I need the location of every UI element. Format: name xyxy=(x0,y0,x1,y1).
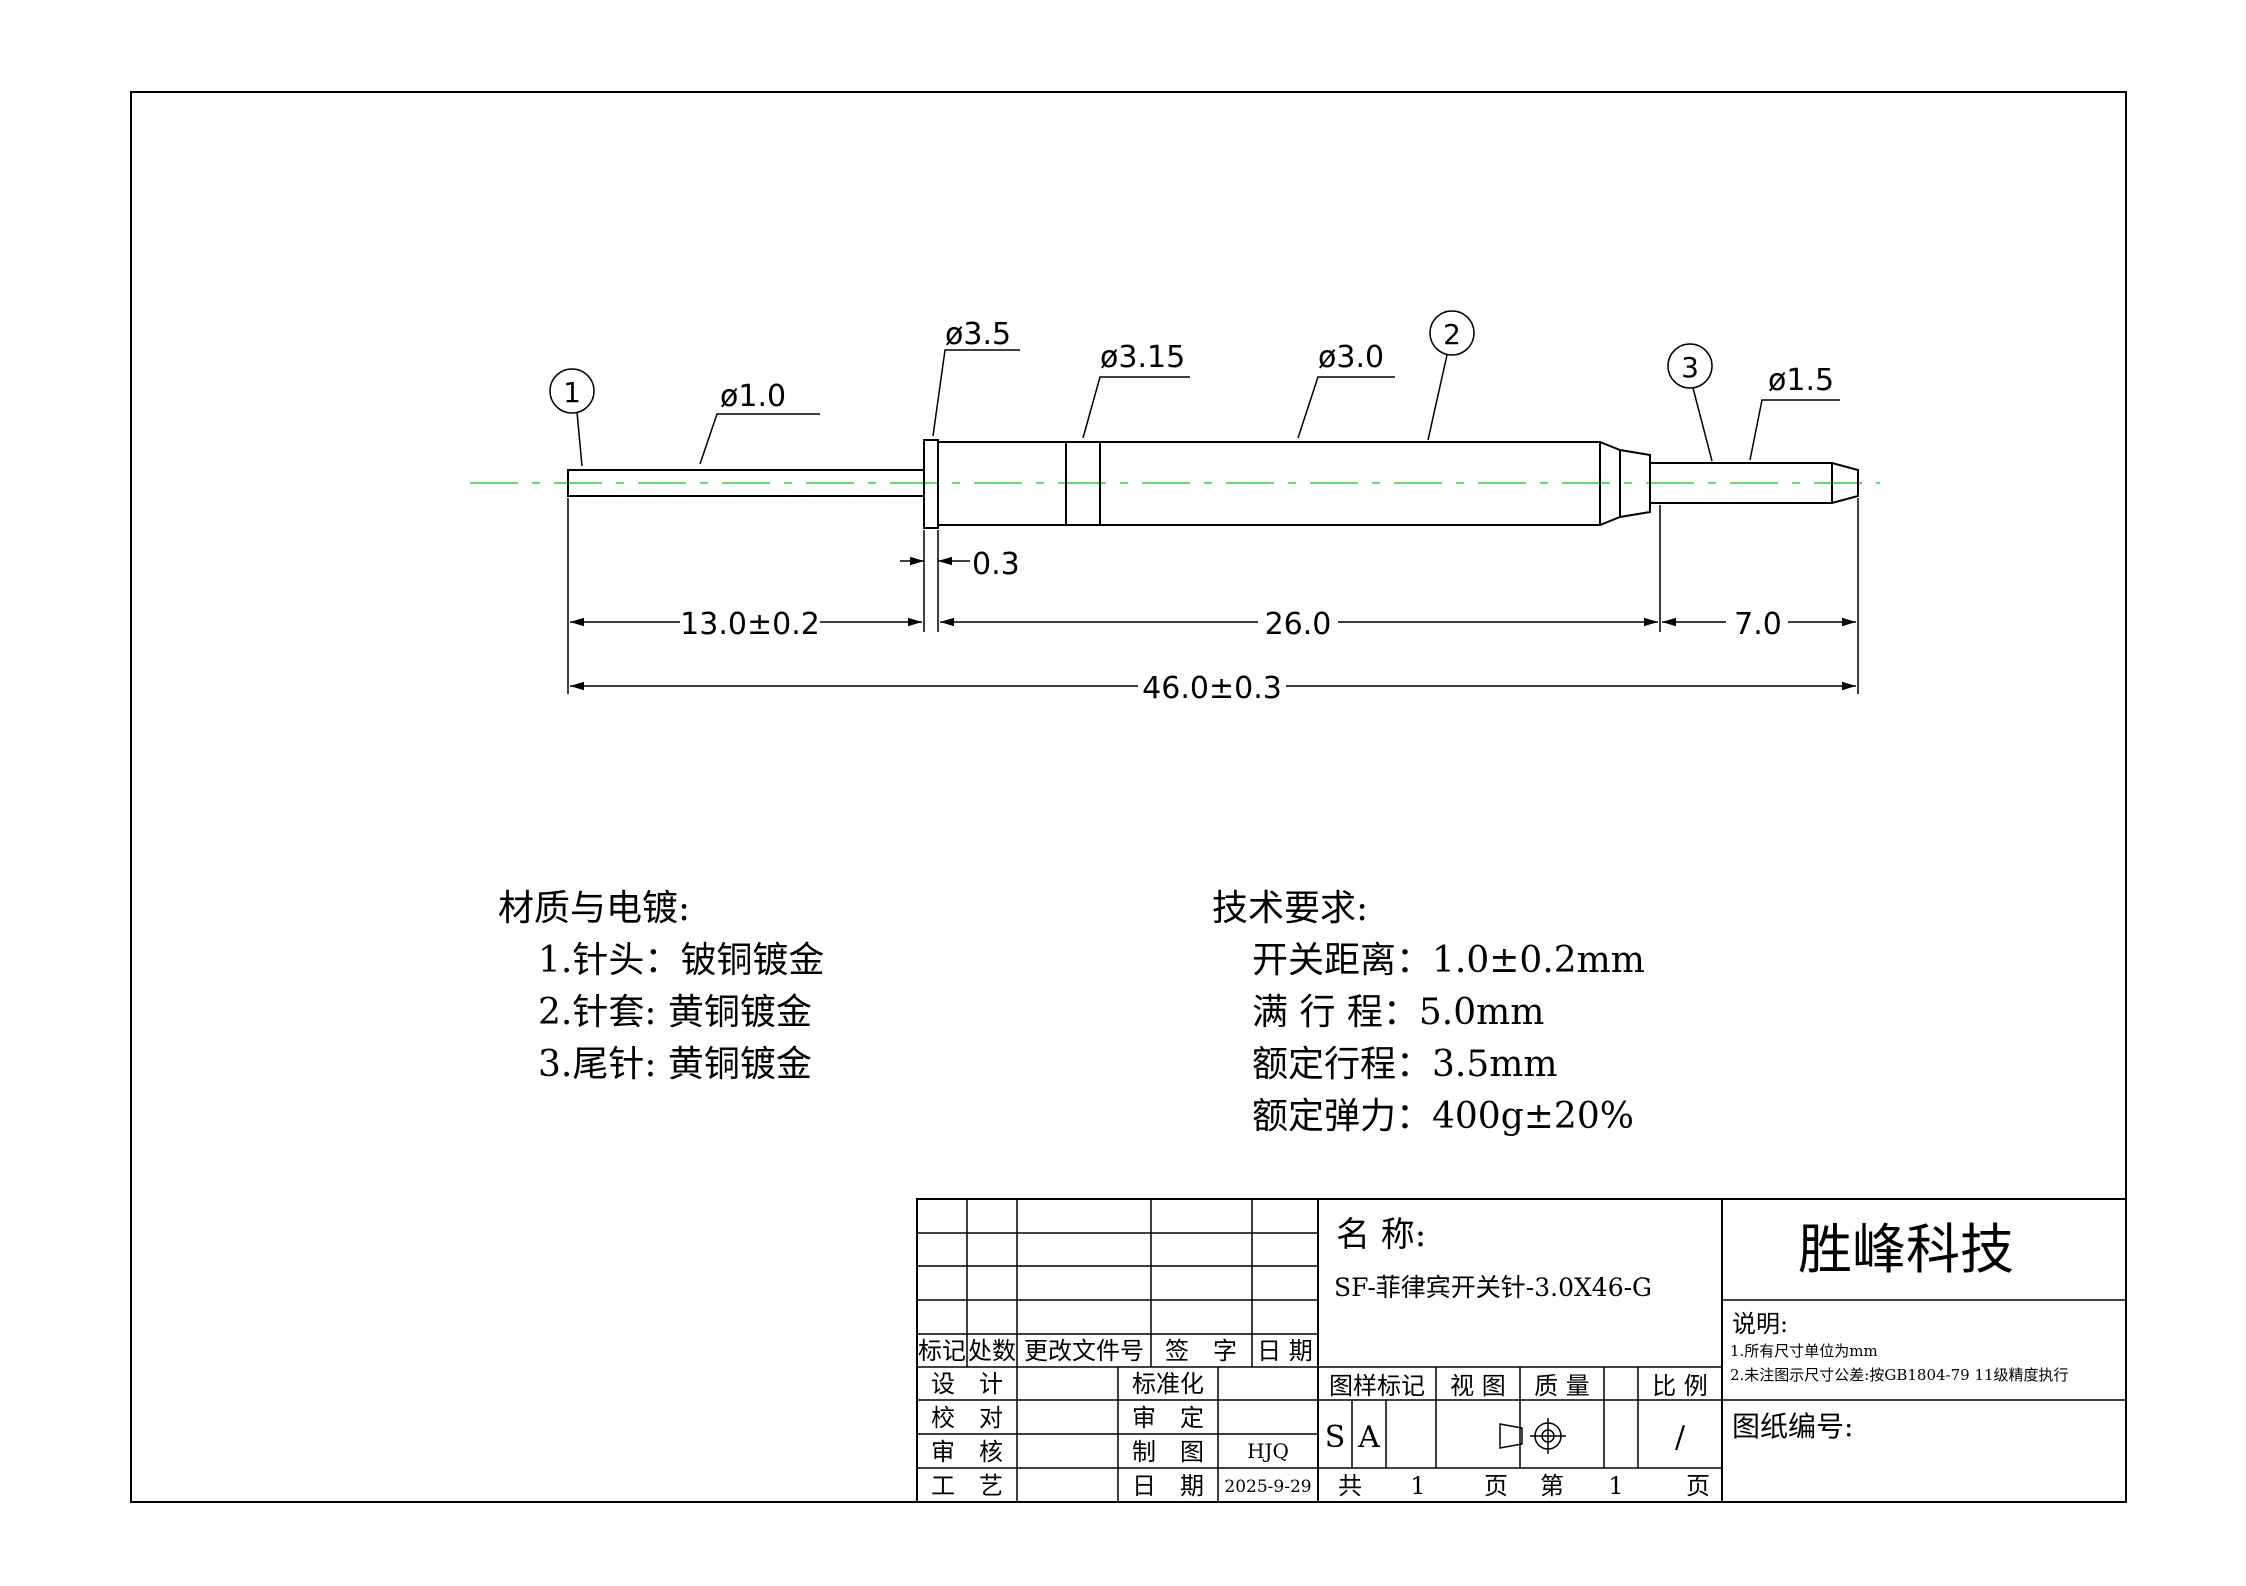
material-notes: 材质与电镀: 1.针头：铍铜镀金 2.针套: 黄铜镀金 3.尾针: 黄铜镀金 xyxy=(498,888,824,1085)
role-process: 工 艺 xyxy=(931,1472,1003,1500)
mid-draw: 制 图 xyxy=(1132,1438,1204,1466)
rev-header-doc: 更改文件号 xyxy=(1024,1337,1144,1365)
title-block: 标记 处数 更改文件号 签 字 日 期 设 计 校 对 审 核 工 艺 标准化 … xyxy=(916,1198,2127,1503)
mark-header-mass: 质 量 xyxy=(1534,1372,1590,1400)
role-design: 设 计 xyxy=(931,1370,1003,1398)
sheet-border xyxy=(130,91,2127,1503)
dim-tip-len: 13.0±0.2 xyxy=(680,607,820,642)
balloon-3 xyxy=(1667,343,1713,389)
dia-body: ø3.0 xyxy=(1318,340,1384,375)
barrel-outline xyxy=(938,441,1651,526)
notes-line-1: 1.所有尺寸单位为mm xyxy=(1730,1342,1878,1360)
collar-outline xyxy=(923,439,939,529)
rev-header-sign: 签 字 xyxy=(1165,1337,1237,1365)
material-item-3: 3.尾针: 黄铜镀金 xyxy=(538,1044,812,1085)
leader-d-ring xyxy=(1082,376,1190,439)
rev-header-mark: 标记 xyxy=(918,1337,966,1365)
balloon-1-leader xyxy=(576,411,583,467)
leader-d-tip xyxy=(699,413,820,465)
sheet-no-unit: 页 xyxy=(1686,1472,1710,1500)
sheet-total: 1 xyxy=(1410,1472,1425,1500)
balloon-3-leader xyxy=(1692,387,1713,462)
mark-header-view: 视 图 xyxy=(1450,1372,1506,1400)
balloon-1 xyxy=(549,368,595,414)
sheet-no: 1 xyxy=(1608,1472,1623,1500)
leader-d-tail xyxy=(1749,399,1840,461)
mid-approve: 审 定 xyxy=(1132,1404,1204,1432)
mark-value-a: A xyxy=(1357,1420,1380,1455)
balloon-2-label: 2 xyxy=(1443,318,1461,351)
role-review: 审 核 xyxy=(931,1438,1003,1466)
company-name: 胜峰科技 xyxy=(1798,1218,2014,1281)
dia-tip: ø1.0 xyxy=(720,379,786,414)
mid-standard: 标准化 xyxy=(1132,1370,1204,1398)
tech-item-1: 开关距离：1.0±0.2mm xyxy=(1252,940,1645,981)
part-drawing: 0.3 13.0±0.2 26.0 7.0 46.0±0.3 ø1.0 ø3.5… xyxy=(470,310,1880,706)
dia-ring: ø3.15 xyxy=(1100,340,1185,375)
scale-value: / xyxy=(1675,1420,1686,1455)
material-item-1: 1.针头：铍铜镀金 xyxy=(538,940,824,981)
dim-collar-thk: 0.3 xyxy=(972,547,1020,582)
tech-item-3: 额定行程：3.5mm xyxy=(1252,1044,1558,1085)
leader-d-collar xyxy=(932,349,1020,437)
sheet-no-label: 第 xyxy=(1540,1472,1564,1500)
dia-collar: ø3.5 xyxy=(945,317,1011,352)
dim-body-len: 26.0 xyxy=(1265,607,1332,642)
role-check: 校 对 xyxy=(931,1404,1003,1432)
dia-tail: ø1.5 xyxy=(1768,363,1834,398)
tail-pin-outline xyxy=(1650,462,1859,504)
drawing-no-label: 图纸编号: xyxy=(1732,1410,1853,1443)
dim-total-len: 46.0±0.3 xyxy=(1142,671,1282,706)
balloon-1-label: 1 xyxy=(563,376,581,409)
mark-header-sample: 图样标记 xyxy=(1329,1372,1425,1400)
notes-line-2: 2.未注图示尺寸公差:按GB1804-79 11级精度执行 xyxy=(1730,1366,2069,1384)
balloon-2-leader xyxy=(1427,354,1448,441)
sheet-total-label: 共 xyxy=(1338,1472,1362,1500)
material-item-2: 2.针套: 黄铜镀金 xyxy=(538,992,812,1033)
balloon-3-label: 3 xyxy=(1681,351,1699,384)
mark-header-scale: 比 例 xyxy=(1652,1372,1708,1400)
drafter-value: HJQ xyxy=(1247,1439,1289,1463)
tech-item-4: 额定弹力：400g±20% xyxy=(1252,1096,1634,1137)
tech-heading: 技术要求: xyxy=(1212,888,1368,929)
material-heading: 材质与电镀: xyxy=(498,888,690,929)
name-label: 名 称: xyxy=(1336,1215,1426,1255)
balloon-2 xyxy=(1429,310,1475,356)
part-name: SF-菲律宾开关针-3.0X46-G xyxy=(1334,1273,1652,1302)
mid-date: 日 期 xyxy=(1132,1472,1204,1500)
sheet-unit: 页 xyxy=(1484,1472,1508,1500)
rev-header-count: 处数 xyxy=(968,1337,1016,1365)
mark-value-s: S xyxy=(1325,1420,1346,1455)
leader-d-body xyxy=(1297,376,1395,439)
dim-tail-len: 7.0 xyxy=(1734,607,1782,642)
tech-notes: 技术要求: 开关距离：1.0±0.2mm 满 行 程：5.0mm 额定行程：3.… xyxy=(1212,888,1645,1137)
notes-label: 说明: xyxy=(1732,1310,1788,1338)
first-angle-projection-icon xyxy=(1499,1418,1566,1454)
rev-header-date: 日 期 xyxy=(1257,1337,1313,1365)
date-value: 2025-9-29 xyxy=(1224,1477,1311,1497)
tech-item-2: 满 行 程：5.0mm xyxy=(1252,992,1544,1033)
